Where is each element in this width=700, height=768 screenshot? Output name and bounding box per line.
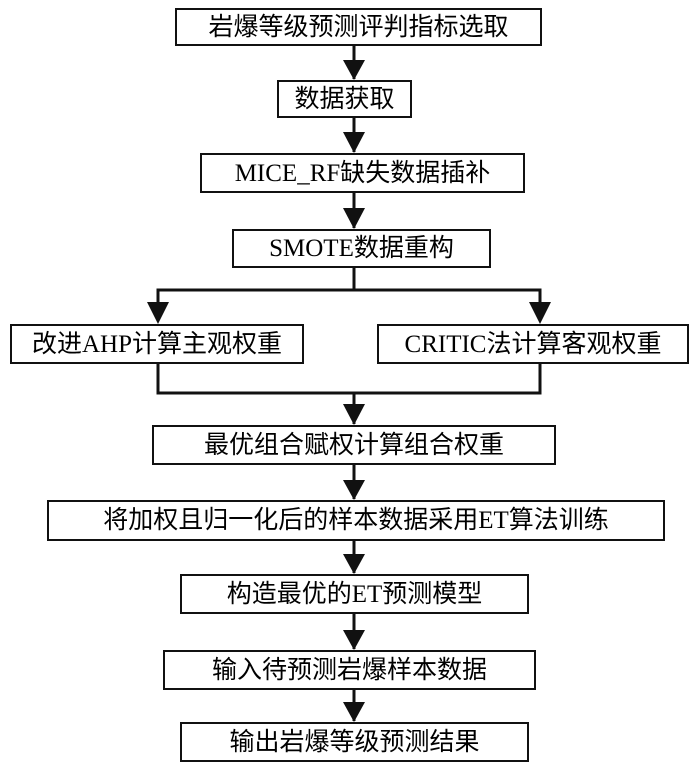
step-label: 输入待预测岩爆样本数据 (211, 656, 487, 684)
step-data-acquisition: 数据获取 (277, 80, 412, 118)
merge-bar (156, 363, 542, 395)
arrowhead-s2-s3 (343, 132, 365, 153)
step-output-result: 输出岩爆等级预测结果 (180, 722, 529, 762)
arrowhead-s9-s10 (343, 702, 365, 722)
split-bar (156, 288, 542, 303)
step-label: MICE_RF缺失数据插补 (234, 159, 491, 187)
arrowhead-s6-s7 (343, 480, 365, 500)
arrowhead-s3-s4 (343, 208, 365, 229)
step-label: 输出岩爆等级预测结果 (229, 728, 480, 756)
arrowhead-s8-s9 (343, 630, 365, 650)
step-label: 岩爆等级预测评判指标选取 (208, 13, 509, 41)
step-label: 最优组合赋权计算组合权重 (203, 431, 504, 459)
arrowhead-s4-s5b (529, 302, 551, 324)
step-input-samples: 输入待预测岩爆样本数据 (163, 650, 536, 690)
arrowhead-s7-s8 (343, 554, 365, 574)
step-critic-objective-weight: CRITIC法计算客观权重 (377, 324, 689, 364)
step-combined-weight: 最优组合赋权计算组合权重 (152, 425, 556, 465)
step-label: 改进AHP计算主观权重 (31, 330, 282, 358)
step-label: 数据获取 (294, 85, 395, 113)
arrowhead-merge-s6 (343, 404, 365, 425)
step-indicator-selection: 岩爆等级预测评判指标选取 (175, 8, 542, 46)
step-label: 将加权且归一化后的样本数据采用ET算法训练 (103, 507, 609, 534)
step-smote-reconstruction: SMOTE数据重构 (232, 229, 491, 268)
step-label: CRITIC法计算客观权重 (404, 330, 662, 358)
step-et-training: 将加权且归一化后的样本数据采用ET算法训练 (47, 500, 665, 541)
step-ahp-subjective-weight: 改进AHP计算主观权重 (10, 324, 304, 364)
step-mice-rf-imputation: MICE_RF缺失数据插补 (200, 153, 525, 193)
step-label: 构造最优的ET预测模型 (226, 580, 483, 608)
step-label: SMOTE数据重构 (269, 235, 454, 262)
arrowhead-s4-s5a (147, 302, 169, 324)
step-build-et-model: 构造最优的ET预测模型 (180, 574, 529, 614)
arrowhead-s1-s2 (343, 60, 365, 80)
